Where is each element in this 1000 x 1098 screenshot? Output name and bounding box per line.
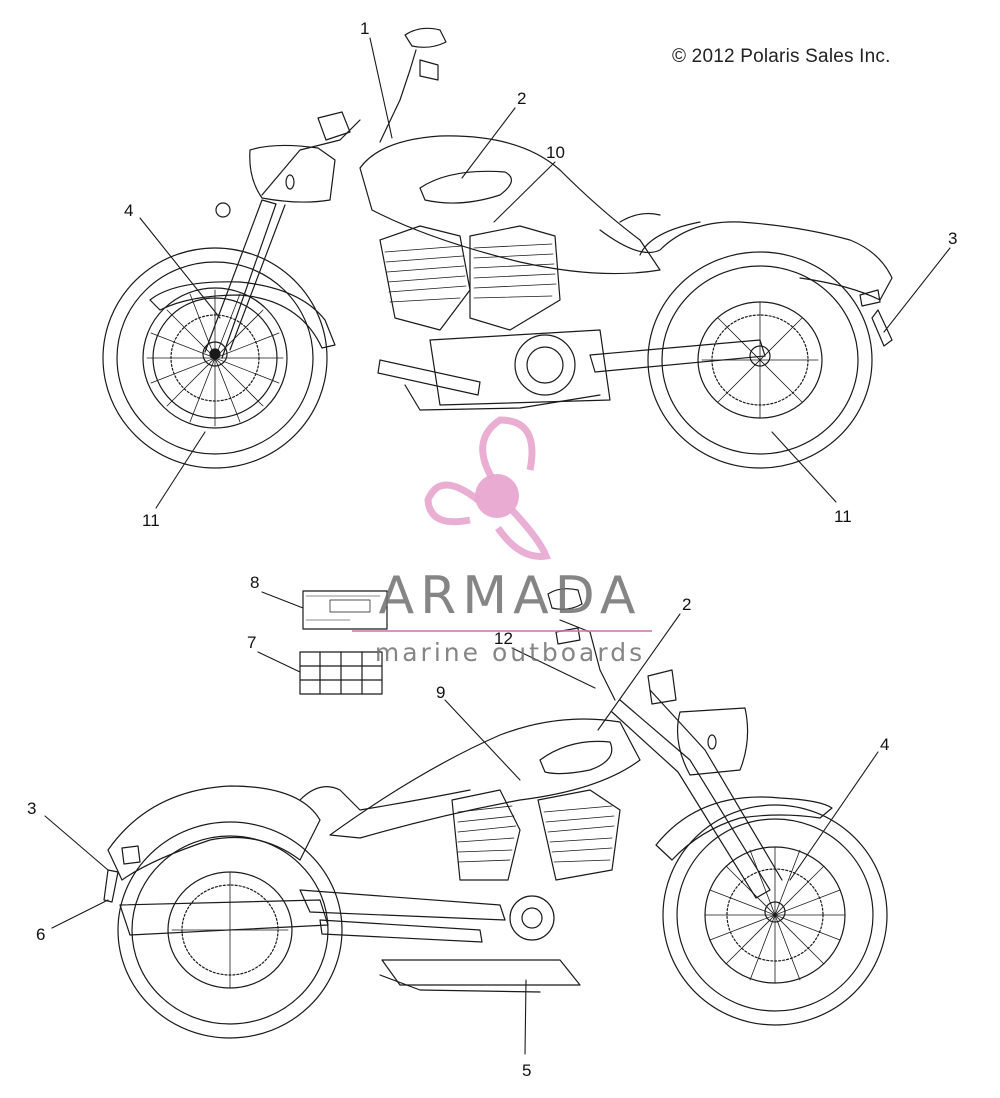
motorcycle-left-side: [103, 588, 888, 1039]
engine-bottom: [381, 789, 621, 986]
callout-7: 7: [247, 633, 256, 652]
callout-8: 8: [250, 573, 259, 592]
callout-3-bottom: 3: [27, 799, 36, 818]
callout-10: 10: [546, 143, 565, 162]
callout-4-top: 4: [124, 201, 133, 220]
callout-numbers: 1 2 10 3 4 11 11 8 7 2 12 9 4 3 6 5: [27, 19, 957, 1080]
callout-12: 12: [494, 629, 513, 648]
logo-hub: [475, 474, 519, 518]
armada-logo-icon: [424, 416, 551, 560]
front-wheel-top: [102, 247, 328, 469]
callout-9: 9: [436, 683, 445, 702]
motorcycle-right-side: [102, 27, 893, 469]
front-wheel-bottom: [662, 804, 888, 1026]
callout-1: 1: [360, 19, 369, 38]
engine-top: [379, 225, 611, 406]
callout-11-left: 11: [142, 511, 160, 530]
capacity-chart-7: [299, 651, 383, 695]
watermark-brand: ARMADA: [378, 566, 642, 626]
callout-3-top: 3: [948, 229, 957, 248]
rear-wheel-bottom: [117, 821, 343, 1039]
watermark-tagline: marine outboards: [374, 638, 646, 667]
callout-11-right: 11: [834, 507, 852, 526]
leader-lines: [44, 37, 951, 1055]
watermark-divider: [352, 630, 652, 632]
rear-wheel-top: [647, 251, 873, 469]
callout-2-top: 2: [517, 89, 526, 108]
callout-5: 5: [522, 1061, 531, 1080]
copyright-notice: © 2012 Polaris Sales Inc.: [672, 46, 891, 67]
warning-label-8: [302, 590, 388, 630]
callout-2-bottom: 2: [682, 595, 691, 614]
callout-6: 6: [36, 925, 45, 944]
callout-4-bottom: 4: [880, 735, 889, 754]
